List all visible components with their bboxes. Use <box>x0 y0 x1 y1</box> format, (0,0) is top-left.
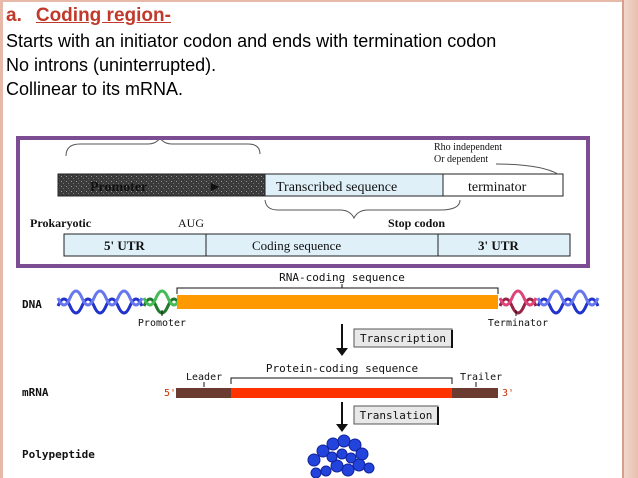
bottom-brace <box>264 199 461 220</box>
three-prime-label: 3' <box>502 388 514 399</box>
dna-helix-right <box>536 289 600 315</box>
bullet-collinear: Collinear to its mRNA. <box>6 79 184 99</box>
terminator-tag: Terminator <box>488 318 548 329</box>
polypeptide-label: Polypeptide <box>22 448 95 461</box>
expression-figure: RNA-coding sequence DNA Promoter Termina… <box>14 268 614 478</box>
dna-label: DNA <box>22 298 42 311</box>
top-brace <box>65 140 261 157</box>
terminator-region <box>498 289 538 315</box>
slide-text: a. Coding region- Starts with an initiato… <box>6 3 616 101</box>
promoter-tag: Promoter <box>138 318 186 329</box>
utr5-label: 5' UTR <box>104 238 145 253</box>
coding-sequence-label: Coding sequence <box>252 238 341 253</box>
utr3-label: 3' UTR <box>478 238 519 253</box>
transcription-label: Transcription <box>360 332 446 345</box>
bullet-initiator: Starts with an initiator codon and ends … <box>6 31 497 51</box>
coding-region-bar <box>177 295 498 309</box>
transcribed-label: Transcribed sequence <box>276 180 397 195</box>
translation-label: Translation <box>360 409 433 422</box>
protein-coding-label: Protein-coding sequence <box>266 362 418 375</box>
rho-line-2: Or dependent <box>434 154 488 165</box>
terminator-box <box>442 173 564 197</box>
slide-heading: a. Coding region- <box>6 3 616 29</box>
promoter-label: Promoter <box>90 180 147 195</box>
heading-label: a. <box>6 5 22 26</box>
promoter-region <box>142 289 182 315</box>
promoter-arrow-icon: ► <box>208 180 222 195</box>
expression-svg: RNA-coding sequence DNA Promoter Termina… <box>22 271 600 478</box>
trailer-label: Trailer <box>460 372 502 383</box>
gene-structure-panel: Promoter ► Transcribed sequence terminat… <box>20 140 586 264</box>
rna-coding-label: RNA-coding sequence <box>279 271 405 284</box>
gene-structure-svg: Promoter ► Transcribed sequence terminat… <box>30 140 571 257</box>
leader-segment <box>176 388 231 398</box>
bullet-no-introns: No introns (uninterrupted). <box>6 55 217 75</box>
slide-border-left <box>0 0 3 478</box>
dna-helix-left <box>56 289 144 315</box>
aug-label: AUG <box>178 216 204 230</box>
prokaryotic-label: Prokaryotic <box>30 216 92 230</box>
heading-title: Coding region- <box>35 5 171 26</box>
stop-codon-label: Stop codon <box>388 216 445 230</box>
terminator-label: terminator <box>468 180 527 195</box>
leader-label: Leader <box>186 372 222 383</box>
coding-segment <box>231 388 452 398</box>
slide-border-top <box>0 0 622 2</box>
mrna-bar <box>63 233 571 257</box>
mrna-label: mRNA <box>22 386 49 399</box>
rho-pointer <box>495 163 559 175</box>
five-prime-label: 5' <box>164 388 176 399</box>
rho-line-1: Rho independent <box>434 142 502 153</box>
slide-border-right <box>622 0 638 478</box>
trailer-segment <box>452 388 498 398</box>
polypeptide-chain-icon <box>307 434 375 478</box>
gene-structure-figure: Promoter ► Transcribed sequence terminat… <box>16 136 590 268</box>
